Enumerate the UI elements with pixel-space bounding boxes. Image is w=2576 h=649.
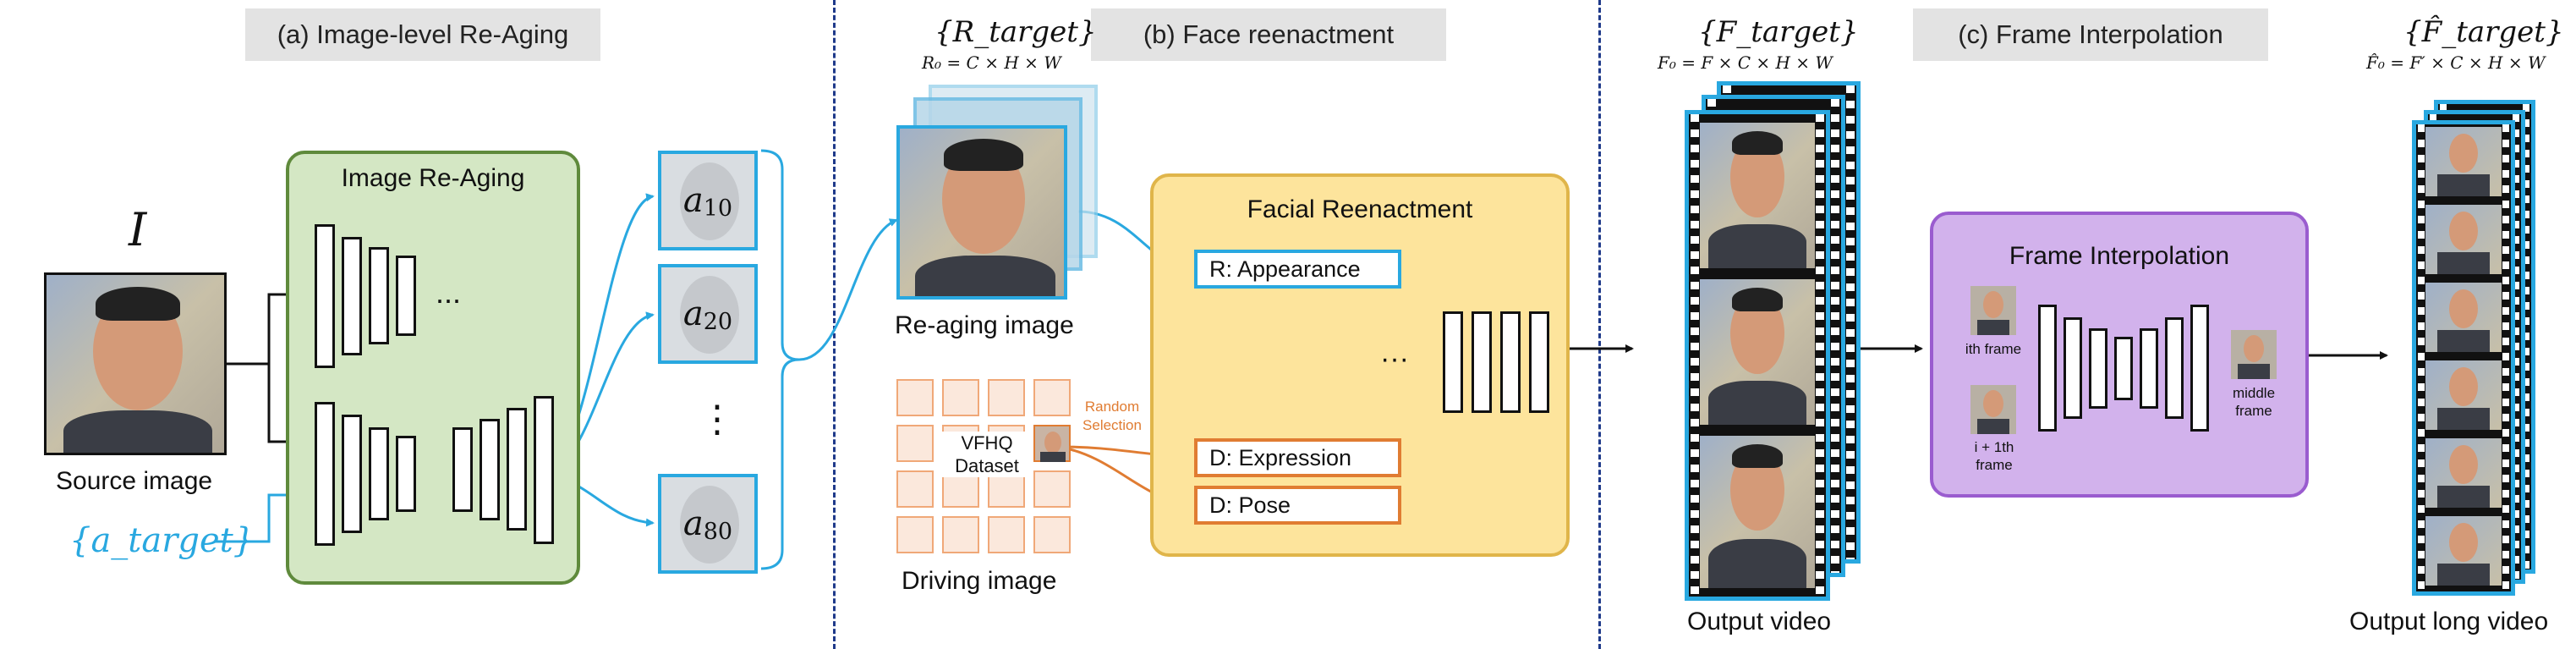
encoder-bar xyxy=(315,224,335,368)
interp-bar xyxy=(2140,328,2158,409)
random-selection-label: Random Selection xyxy=(1082,399,1142,433)
reaging-image xyxy=(896,125,1067,300)
interp-bar xyxy=(2165,317,2184,419)
ith-frame-thumb xyxy=(1970,286,2016,335)
encoder-bar xyxy=(369,427,389,520)
interp-bar xyxy=(2089,328,2107,409)
dataset-cell xyxy=(1033,470,1071,508)
image-reaging-box: Image Re-Aging xyxy=(286,151,580,585)
decoder-bar xyxy=(480,419,500,520)
generator-bar xyxy=(1529,311,1549,413)
long-video-frame xyxy=(2425,360,2502,430)
encoder-bar xyxy=(342,237,362,355)
ellipsis: ... xyxy=(436,275,462,310)
interp-bar xyxy=(2064,317,2082,419)
encoder-bar xyxy=(315,402,335,546)
long-video-frame xyxy=(2425,438,2502,508)
long-video-frame xyxy=(2425,127,2502,196)
interp-bar xyxy=(2114,337,2133,400)
long-video-frame xyxy=(2425,516,2502,586)
dataset-cell xyxy=(896,425,934,462)
encoder-bar xyxy=(342,415,362,533)
encoder-bar xyxy=(396,256,416,336)
reaging-image-caption: Re-aging image xyxy=(895,311,1074,339)
dataset-cell xyxy=(896,470,934,508)
dataset-cell xyxy=(1033,516,1071,553)
separator-2 xyxy=(1598,0,1601,649)
appearance-box: R: Appearance xyxy=(1194,250,1401,289)
middle-frame-thumb xyxy=(2231,330,2277,379)
generator-bar xyxy=(1472,311,1492,413)
f-target-label: {F_target} xyxy=(1698,15,1859,49)
source-caption: Source image xyxy=(56,467,213,495)
f-hat-formula: F̂₀ = F′ × C × H × W xyxy=(2366,52,2546,73)
interp-bar xyxy=(2038,305,2057,432)
section-c-header: (c) Frame Interpolation xyxy=(1913,8,2268,61)
generator-bar xyxy=(1500,311,1521,413)
vertical-ellipsis: ⋮ xyxy=(699,399,736,440)
video-frame xyxy=(1700,123,1815,268)
section-b-header: (b) Face reenactment xyxy=(1091,8,1446,61)
section-a-header: (a) Image-level Re-Aging xyxy=(245,8,600,61)
ith-frame-label: ith frame xyxy=(1965,341,2022,357)
video-frame xyxy=(1700,436,1815,588)
dataset-cell xyxy=(896,516,934,553)
expression-box: D: Expression xyxy=(1194,438,1401,477)
decoder-bar xyxy=(452,427,473,512)
decoder-bar xyxy=(507,408,527,531)
dataset-cell xyxy=(942,516,979,553)
middle-frame-label: middle frame xyxy=(2232,385,2276,419)
i1th-frame-label: i + 1th frame xyxy=(1974,439,2014,473)
r-formula: R₀ = C × H × W xyxy=(922,52,1061,73)
f-formula: F₀ = F × C × H × W xyxy=(1658,52,1833,73)
ellipsis: ··· xyxy=(1380,343,1409,375)
r-target-label: {R_target} xyxy=(934,15,1097,49)
dataset-label: VFHQ Dataset xyxy=(940,432,1033,477)
f-hat-label: {F̂_target} xyxy=(2403,15,2564,49)
dataset-cell xyxy=(942,379,979,416)
encoder-bar xyxy=(396,436,416,512)
encoder-bar xyxy=(369,247,389,344)
frame-interpolation-title: Frame Interpolation xyxy=(2009,242,2230,270)
pose-box: D: Pose xyxy=(1194,486,1401,525)
i1th-frame-thumb xyxy=(1970,385,2016,434)
generator-bar xyxy=(1443,311,1463,413)
source-symbol: I xyxy=(129,203,147,256)
interp-bar xyxy=(2190,305,2209,432)
dataset-cell xyxy=(896,379,934,416)
facial-reenactment-title: Facial Reenactment xyxy=(1247,195,1473,223)
long-video-frame xyxy=(2425,205,2502,274)
output-video-caption: Output video xyxy=(1687,608,1832,635)
decoder-bar xyxy=(534,396,554,544)
source-image xyxy=(44,272,227,455)
target-ages-label: {a_target} xyxy=(69,521,255,560)
output-long-video-caption: Output long video xyxy=(2349,608,2549,635)
driving-face-cell xyxy=(1033,425,1071,462)
image-reaging-title: Image Re-Aging xyxy=(341,164,525,192)
separator-1 xyxy=(833,0,836,649)
dataset-cell xyxy=(988,516,1025,553)
dataset-cell xyxy=(1033,379,1071,416)
driving-image-caption: Driving image xyxy=(902,567,1057,595)
long-video-frame xyxy=(2425,283,2502,352)
video-frame xyxy=(1700,279,1815,425)
dataset-cell xyxy=(988,379,1025,416)
